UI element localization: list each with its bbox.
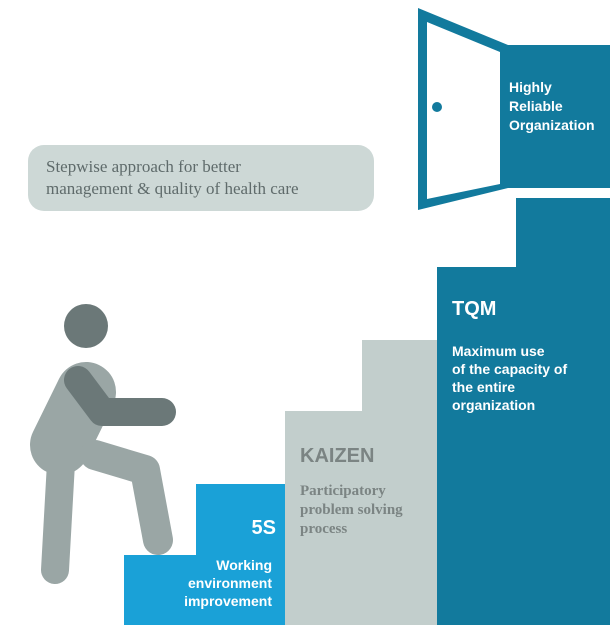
caption-box: Stepwise approach for better management …: [28, 145, 374, 211]
door-label: Highly Reliable Organization: [509, 78, 609, 135]
step-5s-line: improvement: [184, 593, 272, 609]
step-tqm-title: TQM: [452, 298, 497, 320]
step-5s-description: Working environment improvement: [182, 556, 272, 610]
step-kaizen-line: problem solving: [300, 502, 403, 518]
step-kaizen-line: Participatory: [300, 483, 386, 499]
step-kaizen-description: Participatory problem solving process: [300, 482, 430, 539]
step-5s-line: environment: [187, 575, 272, 591]
door-label-line: Reliable: [509, 98, 563, 114]
step-tqm-line: organization: [452, 397, 536, 413]
step-5s-title: 5S: [251, 517, 276, 539]
step-kaizen-block: [285, 340, 437, 625]
step-kaizen-line: process: [300, 521, 348, 537]
step-tqm-description: Maximum use of the capacity of the entir…: [452, 342, 602, 414]
caption-line-1: Stepwise approach for better: [46, 157, 241, 176]
step-kaizen-title: KAIZEN: [300, 445, 375, 467]
walking-person-icon: [30, 304, 176, 584]
door-label-line: Organization: [509, 117, 595, 133]
door-knob: [432, 102, 442, 112]
door-frame: [508, 45, 610, 188]
door-label-line: Highly: [509, 79, 552, 95]
step-tqm-block: [437, 198, 610, 625]
step-5s-block: [124, 484, 285, 625]
door-panel-inner: [427, 22, 500, 199]
step-tqm-line: Maximum use: [452, 343, 545, 359]
caption-line-2: management & quality of health care: [46, 179, 299, 198]
step-tqm-line: of the capacity of: [452, 361, 568, 377]
step-5s-line: Working: [216, 557, 272, 573]
step-tqm-line: the entire: [452, 379, 516, 395]
